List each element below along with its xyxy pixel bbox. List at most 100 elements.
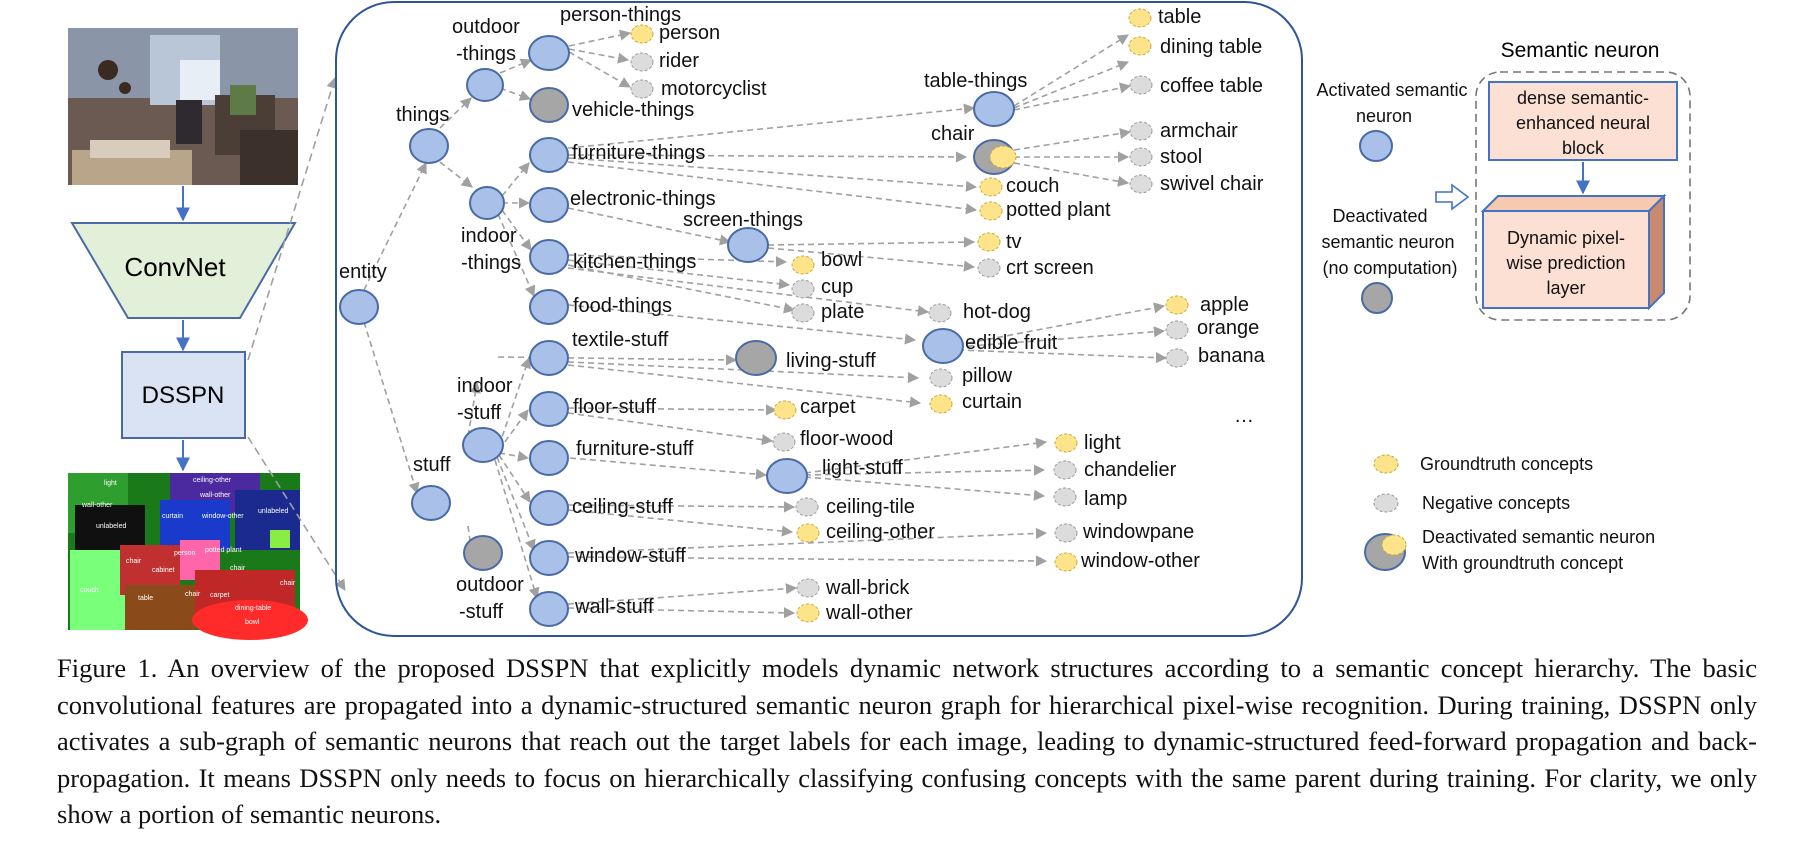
concept-crt-screen: [977, 258, 1001, 278]
neuron-edible-fruit: [922, 328, 964, 364]
seg-label: bowl: [245, 619, 260, 626]
label-dining-table: dining table: [1160, 36, 1262, 58]
label-light-stuff: light-stuff: [822, 457, 903, 479]
graph-edges: [363, 29, 1168, 619]
label-wall-stuff: wall-stuff: [574, 596, 654, 618]
concept-window-other: [1054, 552, 1078, 572]
label-things: things: [396, 104, 449, 126]
concept-orange: [1165, 320, 1189, 340]
label-furniture-things: furniture-things: [572, 142, 705, 164]
concept-chandelier: [1053, 460, 1077, 480]
label-indoor-stuff-2: -stuff: [457, 402, 502, 424]
label-kitchen-things: kitchen-things: [573, 251, 696, 273]
label-potted-plant: potted plant: [1006, 199, 1111, 221]
label-stool: stool: [1160, 146, 1202, 168]
legend-deactivated-line1: Deactivated: [1332, 206, 1427, 226]
legend: Activated semantic neuron Deactivated se…: [1316, 80, 1655, 573]
neuron-electronic-things: [529, 187, 569, 223]
graph-frame: [335, 1, 1303, 637]
label-bowl: bowl: [821, 249, 862, 271]
concept-tv: [977, 232, 1001, 252]
label-hot-dog: hot-dog: [963, 301, 1031, 323]
label-curtain: curtain: [962, 391, 1022, 413]
concept-ceiling-other: [796, 523, 820, 543]
seg-label: potted plant: [205, 547, 242, 554]
label-swivel-chair: swivel chair: [1160, 173, 1264, 195]
label-outdoor-stuff-2: -stuff: [459, 601, 504, 623]
concept-dining-table: [1128, 36, 1152, 56]
label-motorcyclist: motorcyclist: [661, 78, 767, 100]
label-lamp: lamp: [1084, 488, 1127, 510]
concept-plate: [791, 303, 815, 323]
concept-pillow: [929, 368, 953, 388]
label-coffee-table: coffee table: [1160, 75, 1263, 97]
neuron-chair-groundtruth: [989, 145, 1017, 169]
neuron-light-stuff: [766, 458, 808, 494]
neuron-floor-stuff: [529, 391, 569, 427]
legend-activated-neuron-icon: [1359, 130, 1393, 162]
label-rider: rider: [659, 50, 699, 72]
seg-label: unlabeled: [258, 508, 288, 515]
legend-deactivated-gt-line2: With groundtruth concept: [1422, 553, 1623, 573]
label-crt-screen: crt screen: [1006, 257, 1094, 279]
legend-groundtruth-label: Groundtruth concepts: [1420, 454, 1593, 474]
concept-lamp: [1053, 487, 1077, 507]
legend-activated-line2: neuron: [1356, 106, 1412, 126]
seg-label: person: [174, 550, 196, 557]
figure-caption: Figure 1. An overview of the proposed DS…: [57, 653, 1757, 829]
neuron-wall-stuff: [529, 591, 569, 627]
label-furniture-stuff: furniture-stuff: [576, 438, 694, 460]
neuron-outdoor-things: [466, 68, 504, 102]
dsspn-overview-figure: ConvNet DSSPN light ceiling-other wall: [68, 1, 1691, 640]
seg-label: chair: [185, 591, 201, 598]
label-chandelier: chandelier: [1084, 459, 1177, 481]
label-person-things: person-things: [560, 4, 681, 26]
legend-negative-label: Negative concepts: [1422, 493, 1570, 513]
concept-bowl: [791, 255, 815, 275]
neuron-textile-stuff: [529, 340, 569, 376]
label-window-stuff: window-stuff: [574, 545, 686, 567]
concept-wall-other: [796, 603, 820, 623]
label-banana: banana: [1198, 345, 1266, 367]
label-windowpane: windowpane: [1082, 521, 1194, 543]
graph-labels: entity things outdoor -things indoor -th…: [339, 4, 1266, 624]
seg-label: couch: [80, 587, 99, 594]
seg-label: chair: [126, 558, 142, 565]
prediction-layer-line3: layer: [1546, 278, 1585, 298]
label-ceiling-tile: ceiling-tile: [826, 496, 915, 518]
label-edible-fruit: edible fruit: [965, 332, 1058, 354]
concept-cup: [791, 279, 815, 299]
dense-block-line2: enhanced neural: [1516, 113, 1650, 133]
neuron-stuff: [411, 485, 451, 521]
label-floor-stuff: floor-stuff: [573, 396, 656, 418]
label-orange: orange: [1197, 317, 1259, 339]
concept-coffee-table: [1129, 75, 1153, 95]
seg-label: cabinet: [152, 567, 175, 574]
graph-neurons: [339, 35, 1017, 627]
concept-windowpane: [1054, 523, 1078, 543]
dense-block: [1488, 81, 1678, 161]
label-cup: cup: [821, 276, 853, 298]
concept-potted-plant: [979, 201, 1003, 221]
concept-apple: [1165, 295, 1189, 315]
label-outdoor-things-1: outdoor: [452, 16, 520, 38]
seg-label: carpet: [210, 592, 230, 599]
label-floor-wood: floor-wood: [800, 428, 893, 450]
seg-label: unlabeled: [96, 523, 126, 530]
concept-curtain: [929, 394, 953, 414]
semantic-neuron-detail: Semantic neuron dense semantic- enhanced…: [1435, 39, 1691, 321]
legend-deactivated-neuron-icon: [1361, 282, 1393, 314]
label-person: person: [659, 22, 720, 44]
label-indoor-stuff-1: indoor: [457, 375, 513, 397]
label-electronic-things: electronic-things: [570, 188, 716, 210]
legend-groundtruth-icon: [1373, 454, 1399, 474]
label-indoor-things-2: -things: [461, 252, 521, 274]
semantic-neuron-frame: [1475, 71, 1691, 321]
dense-block-line1: dense semantic-: [1517, 88, 1649, 108]
seg-label: wall-other: [81, 502, 113, 509]
neuron-indoor-stuff: [462, 427, 504, 463]
label-table-things: table-things: [924, 70, 1027, 92]
seg-label: curtain: [162, 513, 183, 520]
seg-label: chair: [280, 580, 296, 587]
concept-ceiling-tile: [795, 497, 819, 517]
